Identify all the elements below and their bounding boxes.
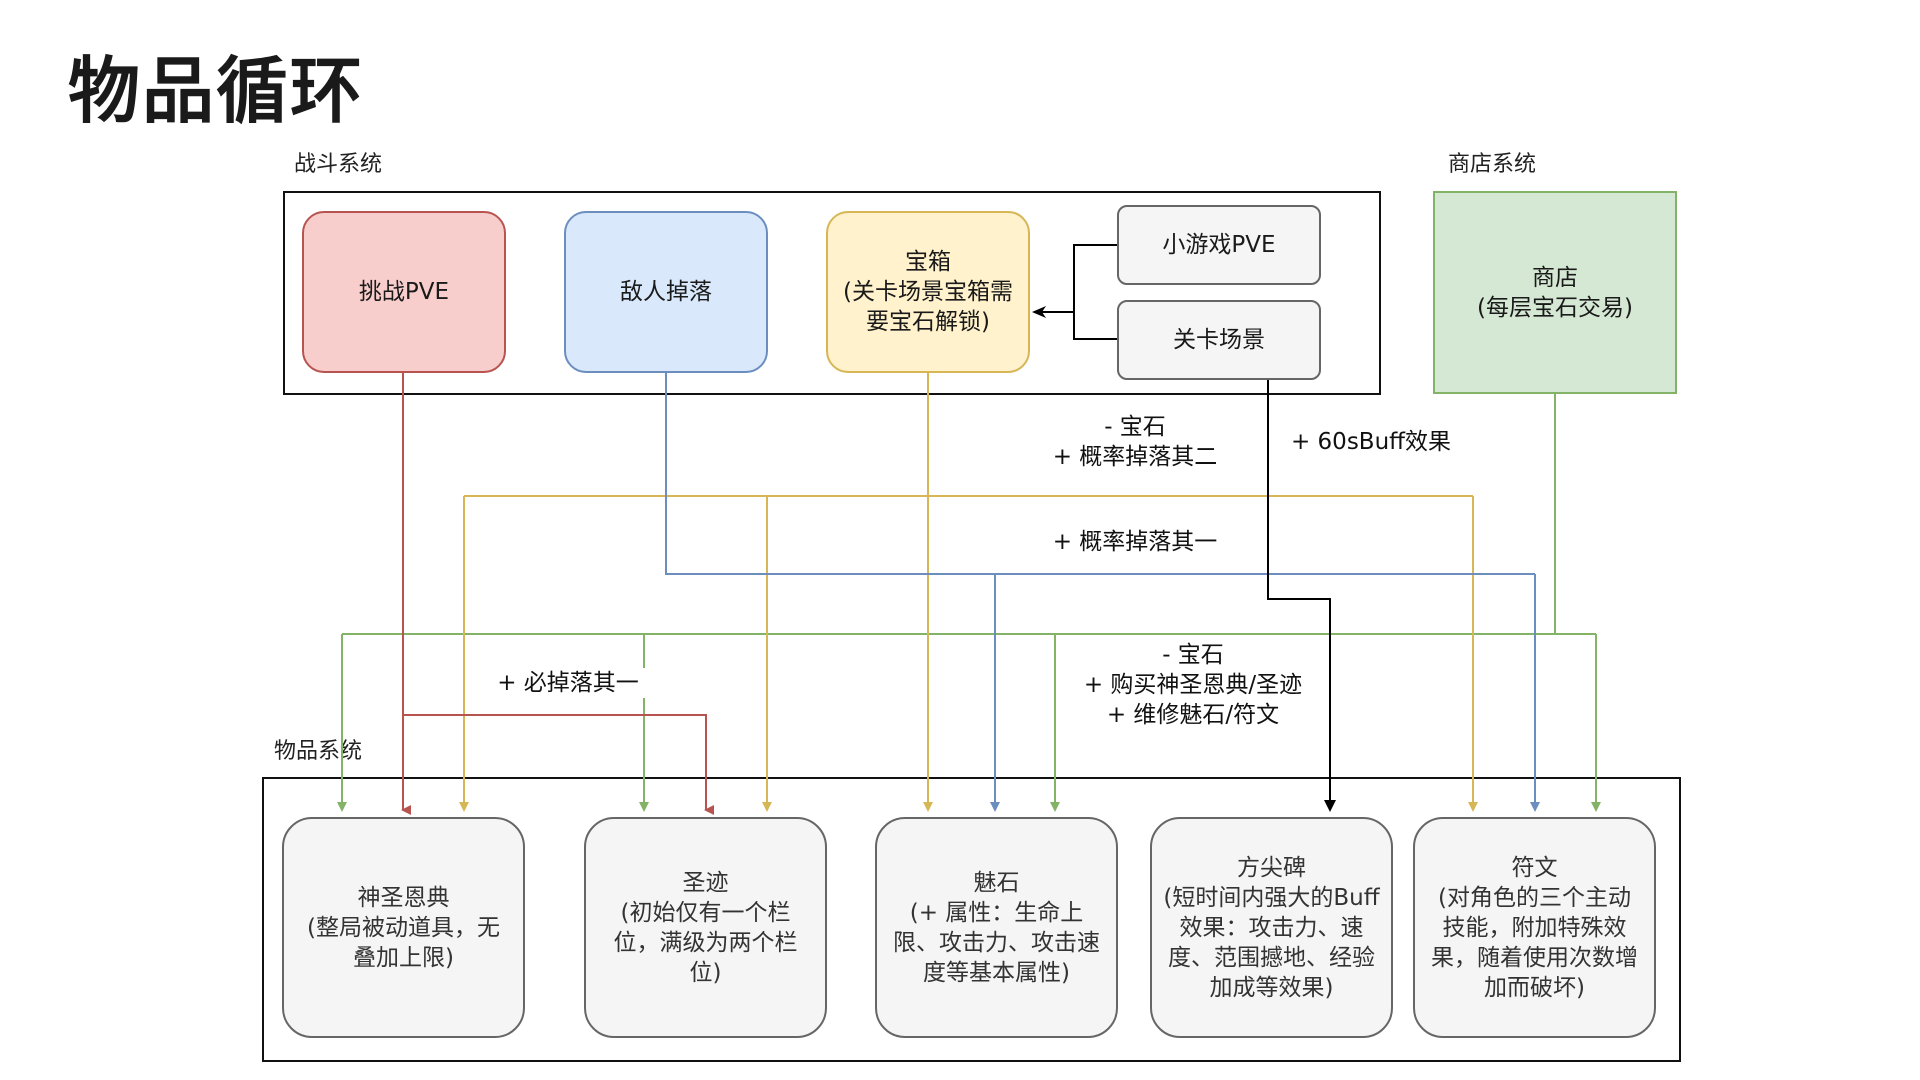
group-label-combat: 战斗系统	[294, 152, 383, 177]
item-rune[interactable]: 符文 (对角色的三个主动 技能，附加特殊效 果，随着使用次数增 加而破坏)	[1413, 817, 1656, 1038]
edge-label-drop-one: + 概率掉落其一	[1035, 527, 1235, 557]
group-label-items: 物品系统	[274, 739, 363, 764]
item-system-frame	[262, 777, 1681, 1062]
page-title: 物品循环	[68, 48, 365, 133]
item-obelisk[interactable]: 方尖碑 (短时间内强大的Buff 效果：攻击力、速 度、范围撼地、经验 加成等效…	[1150, 817, 1393, 1038]
edge-sources-to-chest	[1032, 244, 1117, 340]
edge-label-must-drop: + 必掉落其一	[478, 668, 658, 698]
edge-shop-green	[337, 394, 1601, 812]
edge-challenge-red	[401, 373, 714, 815]
node-challenge-pve[interactable]: 挑战PVE	[302, 211, 506, 373]
edge-label-shop-trade: - 宝石 + 购买神圣恩典/圣迹 + 维修魅石/符文	[1068, 640, 1318, 730]
edge-chest-yellow	[459, 373, 1478, 812]
item-holy-grace[interactable]: 神圣恩典 (整局被动道具，无 叠加上限)	[282, 817, 525, 1038]
node-chest[interactable]: 宝箱 (关卡场景宝箱需 要宝石解锁)	[826, 211, 1030, 373]
edge-level-black	[1267, 380, 1336, 812]
node-shop[interactable]: 商店 (每层宝石交易)	[1433, 191, 1677, 394]
combat-system-frame	[283, 191, 1381, 395]
item-charm-stone[interactable]: 魅石 (+ 属性：生命上 限、攻击力、攻击速 度等基本属性)	[875, 817, 1118, 1038]
edge-label-60s-buff: + 60sBuff效果	[1286, 427, 1456, 457]
node-level-scene[interactable]: 关卡场景	[1117, 300, 1321, 380]
node-minigame-pve[interactable]: 小游戏PVE	[1117, 205, 1321, 285]
node-enemy-drop[interactable]: 敌人掉落	[564, 211, 768, 373]
edge-enemy-blue	[665, 373, 1540, 812]
edge-label-chest-gem: - 宝石 + 概率掉落其二	[1035, 412, 1235, 472]
group-label-shop: 商店系统	[1448, 152, 1537, 177]
item-relic[interactable]: 圣迹 (初始仅有一个栏 位，满级为两个栏 位)	[584, 817, 827, 1038]
